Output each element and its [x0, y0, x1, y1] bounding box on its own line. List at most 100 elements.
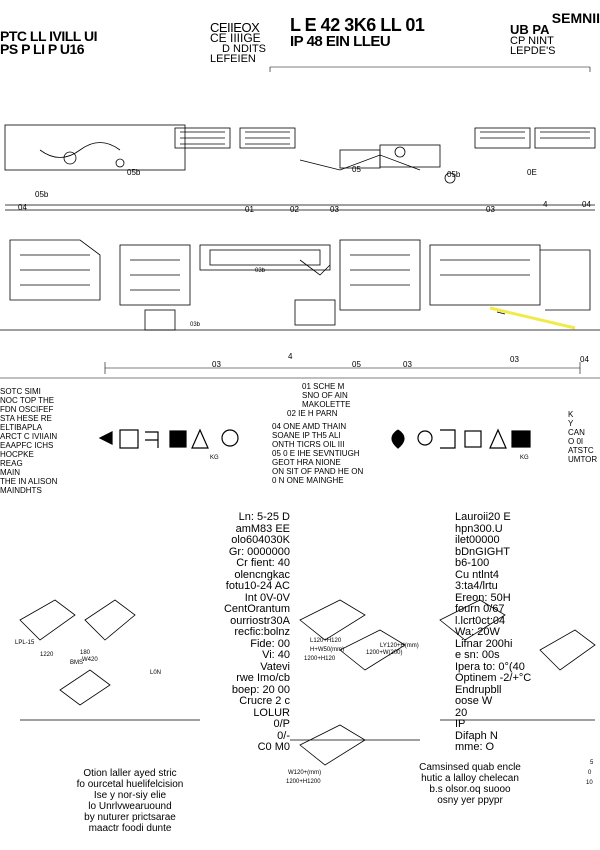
spec-line: CentOrantum — [223, 603, 290, 615]
caption-line: Ise y nor-siy elie — [93, 790, 167, 801]
header-left-line2: PS P LI P U16 — [0, 41, 85, 57]
component-strip-upper — [4, 124, 596, 211]
dim-label: 1220 — [40, 652, 54, 658]
solid-box-icon-2 — [511, 430, 531, 448]
note-line: SOTC SIMI — [0, 387, 41, 396]
legend-item: SOANE IP TH5 ALI — [272, 431, 341, 440]
dim-label: H+W50(mm) — [310, 647, 345, 653]
spec-line: Cr fient: 40 — [236, 557, 290, 569]
header-center-block: CEIIEOX CE IIIIGE D NDITS LEFEIEN — [210, 20, 310, 65]
dim-label: 1200+H1200 — [286, 779, 321, 785]
callout-4-b: 4 — [288, 352, 293, 361]
connector-4 — [444, 172, 456, 184]
callout-05-b: 05 — [352, 360, 361, 369]
led-module-3 — [474, 127, 531, 149]
spec-line: Difaph N — [455, 729, 498, 742]
led-bar-mid — [199, 244, 331, 271]
callout-4: 4 — [543, 200, 548, 209]
header-left-line1: PTC LL IVILL UI — [0, 28, 98, 44]
dim-label: 180 — [80, 650, 91, 656]
callout-02: 02 — [290, 205, 299, 214]
legend-item: ON SIT OF PAND HE ON — [272, 467, 364, 476]
header-right-line4: LEPDE'S — [510, 45, 556, 57]
spec-line: Vi: 40 — [262, 649, 290, 661]
spec-line: Gr: 0000000 — [228, 545, 290, 558]
spec-line: Ereon: 50H — [455, 591, 511, 604]
legend-item: MAKOLETTE — [302, 400, 351, 409]
note-line: ARCT C IVIIAIN — [0, 432, 58, 441]
caption-line: hutic a lalloy chelecan — [421, 773, 519, 784]
callout-04-b: 04 — [582, 200, 591, 209]
spec-line: C0 M0 — [257, 741, 290, 753]
callout-04-c: 04 — [580, 355, 589, 364]
spec-line: ilet00000 — [455, 534, 500, 546]
header-center-c: D NDITS — [222, 43, 266, 55]
note-line: THE IN ALISON — [0, 477, 58, 486]
caption-line: maactr foodi dunte — [88, 823, 172, 834]
document-subtitle: IP 48 EIN LLEU — [290, 33, 391, 50]
callout-03-a: 03 — [330, 205, 339, 214]
led-module-1 — [174, 127, 231, 149]
leaf-icon-right — [391, 429, 405, 449]
connector-3 — [394, 146, 406, 158]
note-line: K — [568, 410, 574, 419]
icon-tag-right: KG — [520, 455, 529, 461]
legend-item: GEOT HRA NIONE — [272, 458, 341, 467]
callout-0e: 0E — [527, 168, 537, 177]
note-line: O 0I — [568, 437, 584, 446]
legend-item: ONTH TICRS OIL III — [272, 440, 345, 449]
caption-left: Otion laller ayed stric fo ourcetal huel… — [40, 768, 220, 834]
dim-label: L120+H120 — [310, 638, 342, 644]
note-line: MAIN — [0, 468, 20, 477]
header-left: PTC LL IVILL UI PS P LI P U16 — [0, 28, 140, 57]
spec-line: Lifnar 200hi — [455, 637, 513, 650]
dim-label: 1200+H120 — [304, 656, 336, 662]
dim-diagram-right — [439, 599, 596, 721]
dim-label: W120+(mm) — [288, 770, 322, 776]
header-center-d: LEFEIEN — [210, 53, 256, 65]
spec-line: 0/P — [273, 718, 290, 730]
header-right-block: SEMNII UB PA CP NINT LEPDE'S — [510, 11, 600, 57]
dim-label: W420 — [82, 657, 98, 663]
caption-line: lo Unrlvwearuound — [88, 801, 172, 812]
left-notes: SOTC SIMI NOC TOP THE FDN OSCIFEF STA HE… — [0, 387, 95, 495]
spec-line: Ln: 5-25 D — [238, 511, 290, 523]
callout-03-c: 03 — [212, 360, 221, 369]
dim-label: 0 — [588, 770, 592, 776]
spec-line: olencngkac — [234, 568, 290, 581]
led-module-2 — [239, 127, 296, 149]
spec-line: Wa: 20W — [455, 626, 500, 638]
spec-line: 20 — [455, 706, 468, 719]
spec-line: IP — [455, 718, 466, 730]
spec-line: oose W — [455, 695, 493, 707]
dimension-line-lower — [0, 362, 600, 379]
note-line: REAG — [0, 459, 23, 468]
spec-line: bDnGIGHT — [455, 545, 511, 558]
cable-run-1 — [39, 142, 121, 158]
callout-03b-1: 03b — [255, 268, 266, 274]
wire-mid — [299, 259, 331, 276]
icon-row-right — [391, 428, 531, 449]
triangle-icon-2 — [489, 428, 507, 449]
note-line: EAAPFC ICHS — [0, 441, 54, 450]
dim-label: LY120+H(mm) — [380, 643, 419, 649]
note-line: ELTIBAPLA — [0, 423, 43, 432]
note-line: Y — [568, 419, 574, 428]
component-strip-mid — [0, 239, 600, 331]
callout-03-e: 03 — [510, 355, 519, 364]
legend-item: 02 IE H PARN — [287, 409, 338, 418]
callout-03-d: 03 — [403, 360, 412, 369]
note-line: NOC TOP THE — [0, 396, 55, 405]
spec-line: rwe Imo/cb — [236, 672, 290, 684]
header-center-b: CE IIIIGE — [210, 31, 261, 45]
header-center-a: CEIIEOX — [210, 20, 260, 35]
spec-line: Fide: 00 — [250, 637, 290, 650]
caption-line: by nuturer prictsarae — [84, 812, 176, 823]
spec-line: recfic:bolnz — [234, 626, 290, 638]
dim-label: L0N — [150, 670, 162, 676]
legend-item: SNO OF AIN — [302, 391, 348, 400]
circle-icon-right — [417, 430, 433, 446]
right-notes: K Y CAN O 0I ATSTC UMTOR — [568, 410, 600, 464]
spec-line: Optinem -2/+°C — [455, 672, 532, 684]
